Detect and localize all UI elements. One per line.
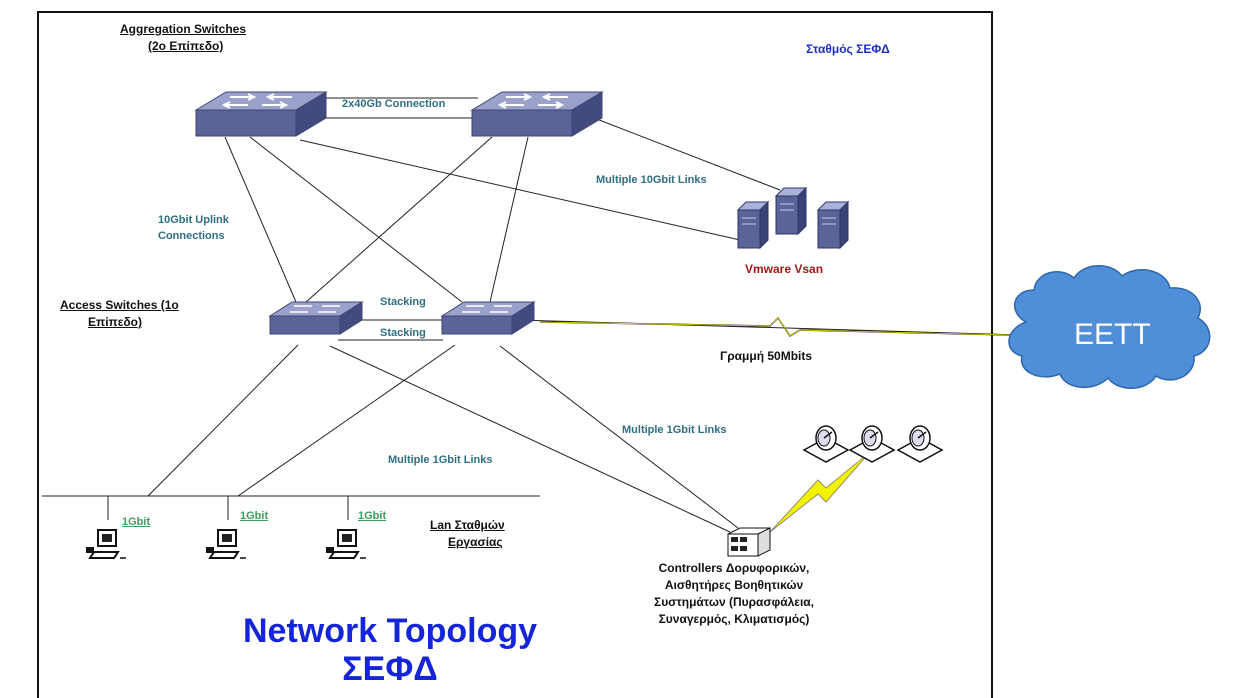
gbit-label-2: 1Gbit <box>240 510 269 522</box>
aggregation-switch-right-icon <box>471 91 603 137</box>
aggregation-title: Aggregation Switches <box>120 22 247 36</box>
connection-40gb-label: 2x40Gb Connection <box>342 98 446 110</box>
workstation-icon <box>85 529 127 559</box>
access-level: Επίπεδο) <box>88 315 143 329</box>
aggregation-switch-left-icon <box>195 91 327 137</box>
workstation-icon <box>325 529 367 559</box>
satellite-dish-icon <box>897 425 943 463</box>
uplink-label-line2: Connections <box>158 230 225 242</box>
diagram-frame <box>37 11 993 698</box>
lightning-icon <box>769 451 871 533</box>
multiple-1gbit-right-label: Multiple 1Gbit Links <box>622 424 727 436</box>
server-icon <box>775 187 807 235</box>
gbit-label-1: 1Gbit <box>122 516 151 528</box>
station-label: Σταθμός ΣΕΦΔ <box>806 42 890 56</box>
line-50mbits-label: Γραμμή 50Mbits <box>720 349 813 363</box>
aggregation-level: (2ο Επίπεδο) <box>148 39 224 53</box>
access-switch-left-icon <box>269 301 363 335</box>
multiple-1gbit-left-label: Multiple 1Gbit Links <box>388 454 493 466</box>
lan-label-line2: Εργασίας <box>448 535 503 549</box>
controller-rack-icon <box>727 527 771 557</box>
multiple-10gbit-label: Multiple 10Gbit Links <box>596 174 707 186</box>
controllers-label: Controllers Δορυφορικών, Αισθητήρες Βοηθ… <box>654 561 814 626</box>
satellite-dish-icon <box>803 425 849 463</box>
access-switch-right-icon <box>441 301 535 335</box>
lan-label-line1: Lan Σταθμών <box>430 518 505 532</box>
cloud-icon <box>1008 265 1211 389</box>
stacking-bottom-label: Stacking <box>380 327 426 339</box>
vmware-label: Vmware Vsan <box>745 262 824 276</box>
uplink-label-line1: 10Gbit Uplink <box>158 214 229 226</box>
diagram-title: Network Topology <box>242 612 538 650</box>
satellite-dish-icon <box>849 425 895 463</box>
stacking-top-label: Stacking <box>380 296 426 308</box>
server-icon <box>737 201 769 249</box>
workstation-icon <box>205 529 247 559</box>
server-icon <box>817 201 849 249</box>
lightning-icon <box>539 317 1011 337</box>
diagram-subtitle: ΣΕΦΔ <box>342 650 438 688</box>
access-title: Access Switches (1ο <box>60 298 179 312</box>
gbit-label-3: 1Gbit <box>358 510 387 522</box>
cloud-label: ΕΕΤΤ <box>1074 318 1151 351</box>
